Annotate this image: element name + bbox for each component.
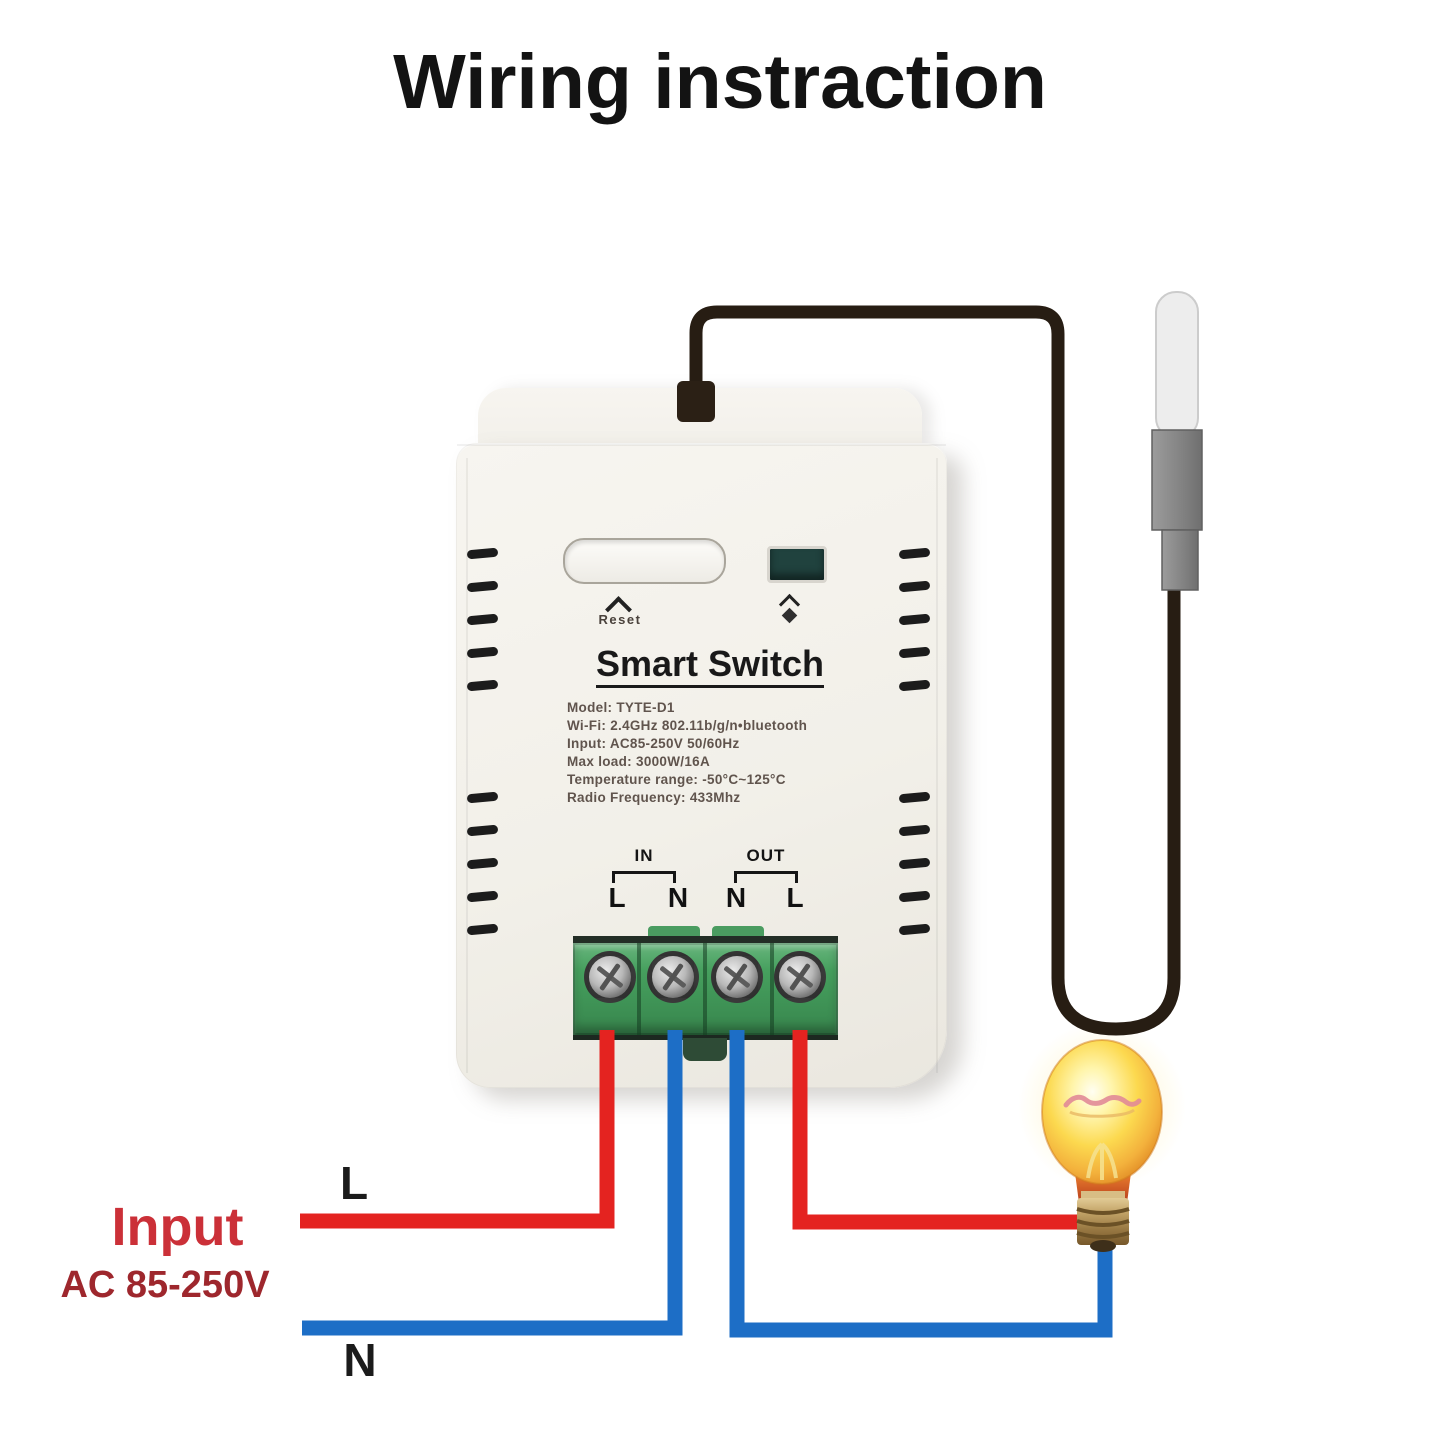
bulb-base-collar	[1081, 1191, 1125, 1201]
in-bracket	[612, 871, 676, 883]
bulb-base-threads	[1076, 1207, 1130, 1239]
terminal-screw	[647, 951, 699, 1003]
bulb-base-tip	[1090, 1240, 1116, 1252]
input-voltage: AC 85-250V	[60, 1264, 270, 1306]
terminal-divider	[637, 943, 641, 1035]
reset-button-slot	[563, 538, 726, 584]
wire-neutral-in	[302, 1030, 683, 1336]
status-led-window	[767, 546, 827, 583]
spec-radio-freq: Radio Frequency: 433Mhz	[567, 789, 741, 805]
spec-input: Input: AC85-250V 50/60Hz	[567, 735, 740, 751]
bulb-stem	[1086, 1142, 1118, 1180]
terminal-screw	[774, 951, 826, 1003]
bulb-glass	[1041, 1039, 1163, 1185]
in-label: IN	[634, 846, 654, 865]
bulb-base	[1077, 1198, 1129, 1245]
terminal-bottom-tab	[683, 1038, 727, 1061]
wire-neutral-out	[729, 1030, 1113, 1338]
wire-live-out	[792, 1030, 1120, 1230]
spec-model: Model: TYTE-D1	[567, 700, 675, 715]
terminal-block	[573, 936, 838, 1040]
bulb-filament-echo	[1069, 1108, 1135, 1118]
device-name: Smart Switch	[552, 643, 868, 688]
cable-gland	[677, 381, 715, 422]
reset-label: Reset	[598, 612, 642, 627]
device-right-edge-line	[936, 458, 938, 1073]
probe-body	[1151, 429, 1203, 531]
out-bracket	[734, 871, 798, 883]
terminal-screw	[711, 951, 763, 1003]
terminal-divider	[770, 943, 774, 1035]
device-left-edge-line	[466, 458, 468, 1073]
spec-wifi: Wi-Fi: 2.4GHz 802.11b/g/n•bluetooth	[567, 717, 808, 733]
device-seam	[457, 444, 946, 446]
wire-live-in	[300, 1030, 615, 1229]
bulb-filament	[1063, 1094, 1142, 1108]
terminal-screw	[584, 951, 636, 1003]
line-wire-label: L	[339, 1157, 369, 1209]
out-label: OUT	[746, 846, 786, 865]
sensor-cable	[689, 305, 1181, 1036]
device-specs: Model: TYTE-D1 Wi-Fi: 2.4GHz 802.11b/g/n…	[567, 699, 867, 806]
pin-label-out-n: N	[725, 882, 747, 913]
probe-body-lower	[1161, 529, 1199, 591]
probe-tip	[1155, 291, 1199, 439]
pin-label-in-l: L	[608, 882, 626, 913]
spec-max-load: Max load: 3000W/16A	[567, 753, 711, 769]
pin-label-in-n: N	[667, 882, 689, 913]
input-label: Input	[111, 1197, 244, 1257]
spec-temp-range: Temperature range: -50°C~125°C	[567, 771, 786, 787]
terminal-divider	[703, 943, 707, 1035]
neutral-wire-label: N	[343, 1334, 377, 1386]
pin-label-out-l: L	[786, 882, 804, 913]
page-title: Wiring instraction	[393, 39, 1047, 125]
